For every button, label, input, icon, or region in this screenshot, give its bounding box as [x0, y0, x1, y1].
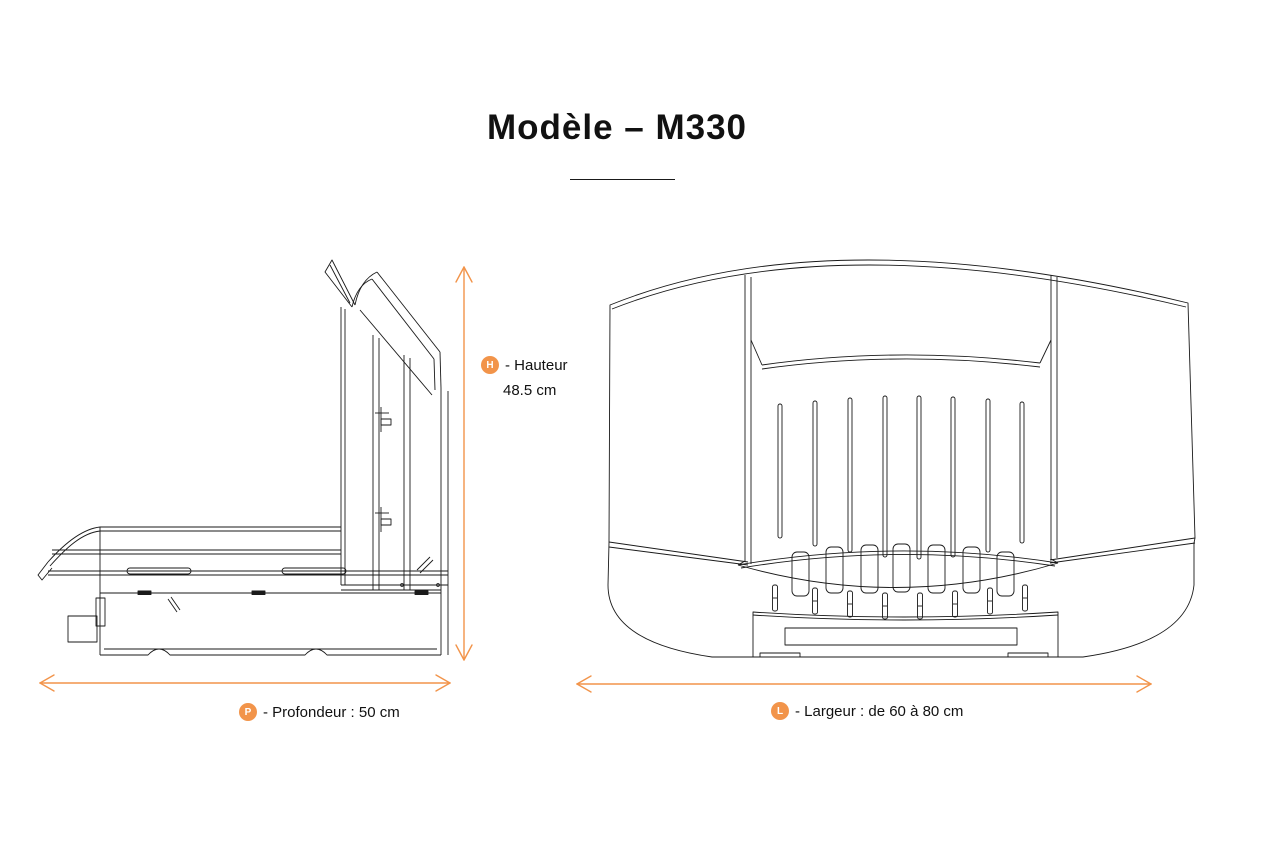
depth-badge: P [239, 703, 257, 721]
front-view-grate-bars [777, 395, 1025, 560]
front-view-base-plate [752, 611, 1059, 658]
front-view-drawing [607, 259, 1196, 658]
height-value: 48.5 cm [503, 382, 557, 399]
side-view-back-column [340, 307, 449, 655]
title-underline [570, 179, 675, 180]
depth-label: - Profondeur : 50 cm [263, 703, 400, 721]
depth-dimension: P - Profondeur : 50 cm [239, 703, 400, 721]
front-view-front-lip [737, 550, 1059, 588]
width-label: - Largeur : de 60 à 80 cm [795, 702, 964, 720]
side-view-base [37, 526, 448, 656]
front-view-panel-borders [744, 275, 1058, 564]
front-view-slot-row [791, 543, 1015, 597]
front-view-slats [772, 584, 1028, 620]
height-badge: H [481, 356, 499, 374]
page-title: Modèle – M330 [486, 108, 748, 147]
side-view-hood [324, 259, 442, 396]
side-view-drawing [37, 259, 473, 661]
height-dimension: H - Hauteur [481, 356, 568, 374]
front-view-inner-wall [761, 354, 1041, 370]
width-badge: L [771, 702, 789, 720]
depth-arrow [39, 674, 451, 692]
height-arrow [455, 266, 473, 661]
width-arrow [576, 675, 1152, 693]
front-view-silhouette [607, 259, 1196, 658]
height-label: - Hauteur [505, 356, 568, 374]
width-dimension: L - Largeur : de 60 à 80 cm [771, 702, 963, 720]
